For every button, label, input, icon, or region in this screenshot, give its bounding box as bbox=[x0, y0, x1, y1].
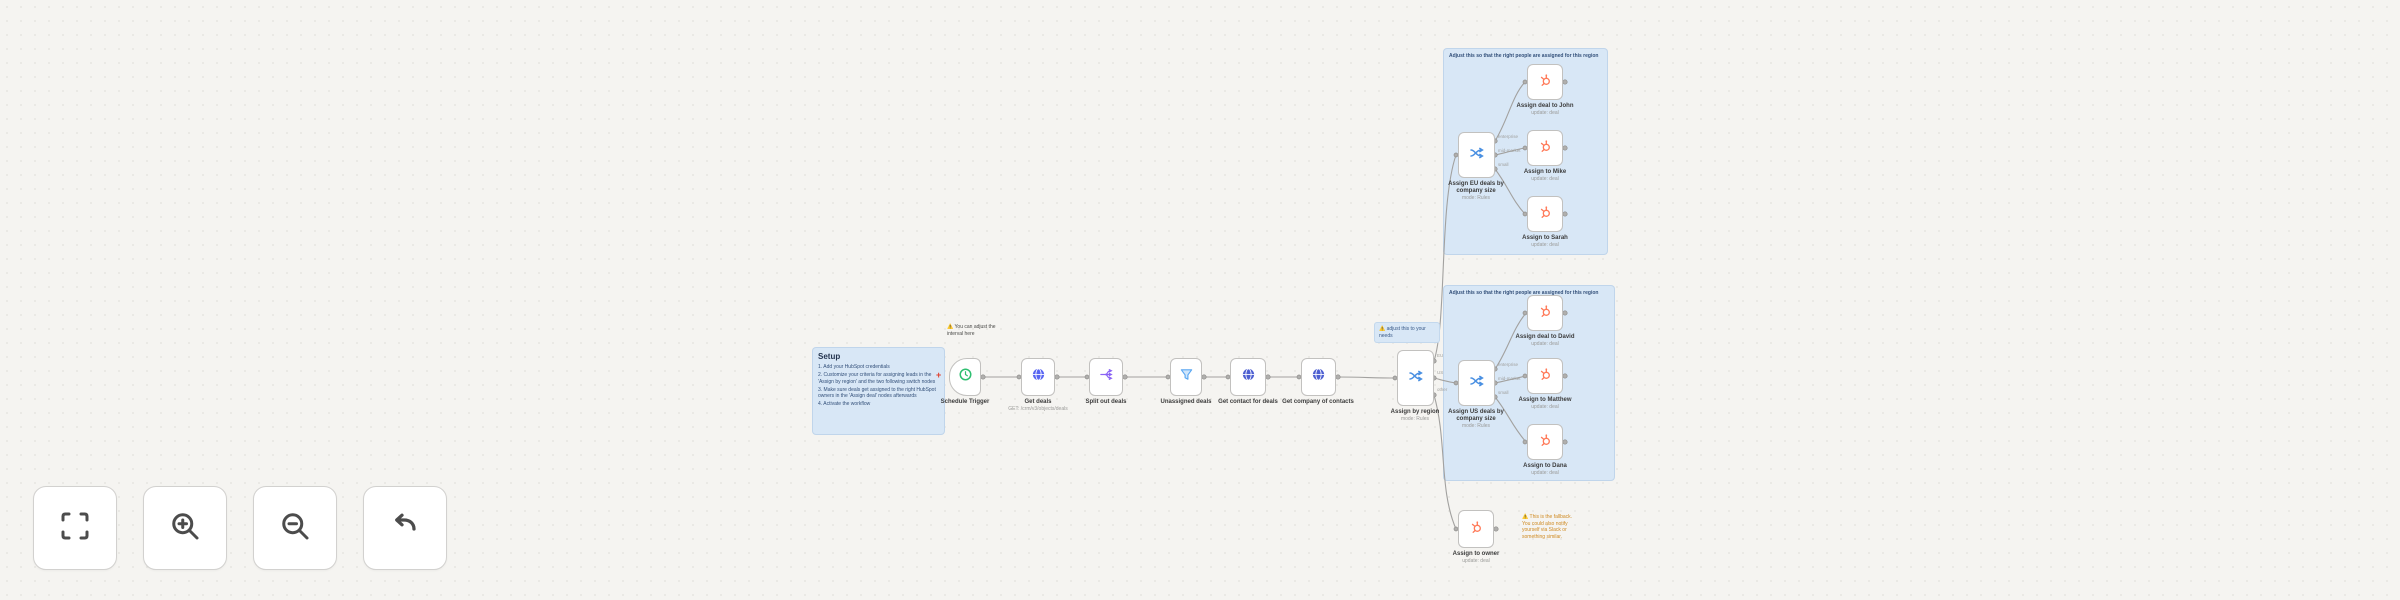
port-label: US bbox=[1437, 370, 1443, 375]
node-assign-matthew[interactable] bbox=[1527, 358, 1563, 394]
hubspot-icon bbox=[1538, 433, 1552, 452]
canvas-toolbar bbox=[33, 486, 447, 570]
hubspot-icon bbox=[1538, 139, 1552, 158]
node-sublabel: update: deal bbox=[1531, 341, 1559, 348]
sticky-header-text: Adjust this so that the right people are… bbox=[1449, 53, 1599, 59]
node-sublabel: mode: Rules bbox=[1461, 423, 1491, 430]
trigger-hint-text: You can adjust the interval here bbox=[947, 324, 996, 337]
port-label: mid-market bbox=[1498, 376, 1521, 381]
globe-icon bbox=[1311, 367, 1326, 387]
clock-icon bbox=[958, 367, 973, 387]
node-label: Split out deals bbox=[1085, 399, 1127, 405]
node-label: Assign to Mike bbox=[1523, 169, 1567, 175]
node-label: Assign to Matthew bbox=[1518, 397, 1572, 403]
node-label: Unassigned deals bbox=[1160, 399, 1212, 405]
node-assign-mike[interactable] bbox=[1527, 130, 1563, 166]
node-assign-us-deals[interactable] bbox=[1458, 360, 1495, 406]
setup-title: Setup bbox=[818, 352, 841, 361]
node-label: Assign deal to John bbox=[1516, 103, 1574, 109]
port-label: other bbox=[1437, 387, 1448, 392]
switch-icon bbox=[1469, 145, 1485, 166]
node-label: Assign deal to David bbox=[1515, 334, 1575, 340]
setup-item: 2. Customize your criteria for assigning… bbox=[818, 372, 936, 385]
switch-icon bbox=[1408, 368, 1424, 389]
node-label: Schedule Trigger bbox=[940, 399, 990, 405]
node-sublabel: update: deal bbox=[1531, 470, 1559, 477]
node-sublabel: update: deal bbox=[1531, 110, 1559, 117]
undo-button[interactable] bbox=[363, 486, 447, 570]
node-label: Assign to owner bbox=[1452, 551, 1500, 557]
hubspot-icon bbox=[1538, 367, 1552, 386]
node-label: Get contact for deals bbox=[1218, 399, 1278, 405]
setup-item: 3. Make sure deals get assigned to the r… bbox=[818, 386, 936, 399]
node-assign-sarah[interactable] bbox=[1527, 196, 1563, 232]
port-label: enterprise bbox=[1498, 362, 1519, 367]
warning-icon: ⚠️ bbox=[1379, 326, 1386, 332]
node-label: Assign US deals by company size bbox=[1448, 409, 1504, 423]
node-sublabel: update: deal bbox=[1531, 176, 1559, 183]
node-sublabel: mode: Rules bbox=[1400, 416, 1430, 423]
node-get-contact-for-deals[interactable] bbox=[1230, 358, 1266, 396]
node-sublabel: mode: Rules bbox=[1461, 195, 1491, 202]
fallback-hint-note[interactable]: ⚠️ This is the fallback. You could also … bbox=[1522, 514, 1578, 540]
node-sublabel: update: deal bbox=[1462, 558, 1490, 565]
undo-icon bbox=[387, 508, 423, 549]
globe-icon bbox=[1241, 367, 1256, 387]
split-out-icon bbox=[1099, 367, 1114, 387]
node-schedule-trigger[interactable] bbox=[949, 358, 981, 396]
trigger-hint-note[interactable]: ⚠️ You can adjust the interval here bbox=[947, 324, 1005, 337]
node-unassigned-deals[interactable] bbox=[1170, 358, 1202, 396]
switch-hint-text: adjust this to your needs bbox=[1379, 326, 1426, 339]
fallback-hint-text: This is the fallback. You could also not… bbox=[1522, 514, 1573, 540]
zoom-in-icon bbox=[167, 508, 203, 549]
node-label: Assign by region bbox=[1390, 409, 1440, 415]
node-get-deals[interactable] bbox=[1021, 358, 1055, 396]
hubspot-icon bbox=[1538, 304, 1552, 323]
warning-icon: ⚠️ bbox=[947, 324, 954, 330]
filter-icon bbox=[1179, 367, 1194, 387]
fit-view-icon bbox=[57, 508, 93, 549]
fit-view-button[interactable] bbox=[33, 486, 117, 570]
port-label: small bbox=[1498, 390, 1509, 395]
port-label: small bbox=[1498, 162, 1509, 167]
hubspot-icon bbox=[1469, 520, 1483, 539]
setup-item: 1. Add your HubSpot credentials bbox=[818, 364, 890, 370]
node-assign-eu-deals[interactable] bbox=[1458, 132, 1495, 178]
port-label: mid-market bbox=[1498, 148, 1521, 153]
setup-sticky-note[interactable]: Setup 1. Add your HubSpot credentials 2.… bbox=[812, 347, 945, 435]
node-label: Get company of contacts bbox=[1282, 399, 1354, 405]
sticky-header-text: Adjust this so that the right people are… bbox=[1449, 290, 1599, 296]
node-issue-marker: + bbox=[936, 370, 942, 380]
warning-icon: ⚠️ bbox=[1522, 514, 1529, 520]
hubspot-icon bbox=[1538, 205, 1552, 224]
switch-icon bbox=[1469, 373, 1485, 394]
node-assign-dana[interactable] bbox=[1527, 424, 1563, 460]
hubspot-icon bbox=[1538, 73, 1552, 92]
globe-icon bbox=[1031, 367, 1046, 387]
node-assign-deal-john[interactable] bbox=[1527, 64, 1563, 100]
node-split-out-deals[interactable] bbox=[1089, 358, 1123, 396]
zoom-out-icon bbox=[277, 508, 313, 549]
switch-hint-note[interactable]: ⚠️ adjust this to your needs bbox=[1374, 322, 1440, 343]
node-assign-deal-david[interactable] bbox=[1527, 295, 1563, 331]
node-label: Assign EU deals by company size bbox=[1448, 181, 1504, 195]
node-sublabel: update: deal bbox=[1531, 242, 1559, 249]
zoom-in-button[interactable] bbox=[143, 486, 227, 570]
node-label: Assign to Dana bbox=[1523, 463, 1567, 469]
node-label: Get deals bbox=[1024, 399, 1052, 405]
node-label: Assign to Sarah bbox=[1522, 235, 1568, 241]
node-assign-by-region[interactable] bbox=[1397, 350, 1434, 406]
setup-item: 4. Activate the workflow bbox=[818, 401, 871, 408]
node-assign-owner-fallback[interactable] bbox=[1458, 510, 1494, 548]
node-sublabel: GET: /crm/v3/objects/deals bbox=[1008, 406, 1068, 413]
node-sublabel: update: deal bbox=[1531, 404, 1559, 411]
node-get-company-of-contacts[interactable] bbox=[1301, 358, 1336, 396]
port-label: enterprise bbox=[1498, 134, 1519, 139]
port-label: EU bbox=[1437, 353, 1443, 358]
zoom-out-button[interactable] bbox=[253, 486, 337, 570]
